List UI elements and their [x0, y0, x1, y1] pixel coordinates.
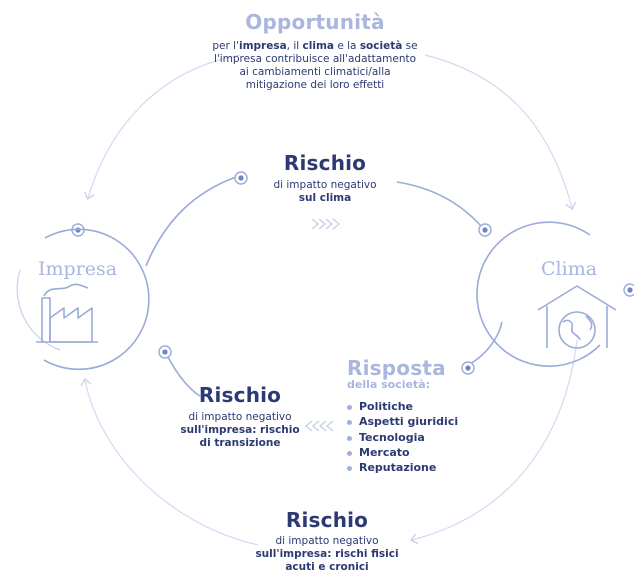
rischio-fisici-title: Rischio	[285, 508, 369, 532]
risposta-list: Politiche Aspetti giuridici Tecnologia M…	[346, 399, 458, 475]
impresa-label: Impresa	[38, 258, 118, 280]
rischio-clima-title: Rischio	[283, 151, 367, 175]
opportunita-text: per l'impresa, il clima e la società se …	[190, 40, 440, 92]
rischio-transizione-line1: di impatto negativo	[188, 411, 292, 423]
rischio-fisici-line1: di impatto negativo	[275, 535, 379, 547]
factory-icon	[36, 283, 98, 343]
rischio-transizione-line3: di transizione	[199, 437, 281, 449]
dot-marker	[461, 361, 475, 375]
impresa-circle-left	[16, 269, 61, 351]
rischio-transizione-block: Rischio di impatto negativo sull'impresa…	[165, 383, 315, 450]
rischio-transizione-title: Rischio	[198, 383, 282, 407]
opportunita-block: Opportunità per l'impresa, il clima e la…	[190, 10, 440, 92]
arc-bottom-right	[410, 339, 578, 545]
list-item: Mercato	[346, 445, 458, 460]
chevrons-left-icon	[304, 420, 334, 432]
list-item: Politiche	[346, 399, 458, 414]
arc-inner-left	[167, 356, 201, 397]
opportunita-line: mitigazione dei loro effetti	[245, 79, 385, 91]
arc-inner-top-right	[396, 181, 482, 227]
list-item: Aspetti giuridici	[346, 414, 458, 429]
house-globe-icon	[537, 285, 617, 349]
opportunita-line: ai cambiamenti climatici/alla	[239, 66, 391, 78]
list-item: Tecnologia	[346, 430, 458, 445]
text-span: se	[402, 40, 418, 52]
rischio-fisici-line3: acuti e cronici	[285, 561, 369, 573]
text-span: e la	[333, 40, 360, 52]
text-bold: società	[359, 40, 403, 52]
risposta-block: Risposta della società:	[347, 356, 446, 391]
text-span: per l'	[212, 40, 239, 52]
opportunita-title: Opportunità	[245, 10, 385, 34]
risposta-title: Risposta	[347, 356, 446, 380]
chevrons-right-icon	[311, 218, 341, 230]
dot-marker	[478, 223, 492, 237]
risposta-subtitle: della società:	[347, 378, 431, 391]
rischio-fisici-line2: sull'impresa: rischi fisici	[255, 548, 399, 560]
dot-marker	[623, 283, 634, 297]
clima-circle	[476, 221, 601, 367]
arc-bottom-left	[80, 378, 259, 546]
clima-label: Clima	[541, 258, 598, 280]
arc-top-left	[84, 54, 241, 200]
rischio-fisici-block: Rischio di impatto negativo sull'impresa…	[232, 508, 422, 574]
dot-marker	[234, 171, 248, 185]
rischio-clima-line1: di impatto negativo	[273, 179, 377, 191]
rischio-clima-line2: sul clima	[298, 192, 352, 204]
list-item: Reputazione	[346, 460, 458, 475]
text-span: , il	[286, 40, 303, 52]
arc-inner-right	[469, 321, 503, 365]
rischio-transizione-line2: sull'impresa: rischio	[180, 424, 300, 436]
opportunita-line: l'impresa contribuisce all'adattamento	[213, 53, 417, 65]
text-bold: impresa	[238, 40, 287, 52]
arc-inner-top-left	[145, 176, 237, 267]
text-bold: clima	[302, 40, 334, 52]
impresa-circle	[43, 228, 150, 371]
arc-top-right	[424, 54, 577, 210]
dot-marker	[158, 345, 172, 359]
rischio-clima-block: Rischio di impatto negativo sul clima	[235, 151, 415, 205]
